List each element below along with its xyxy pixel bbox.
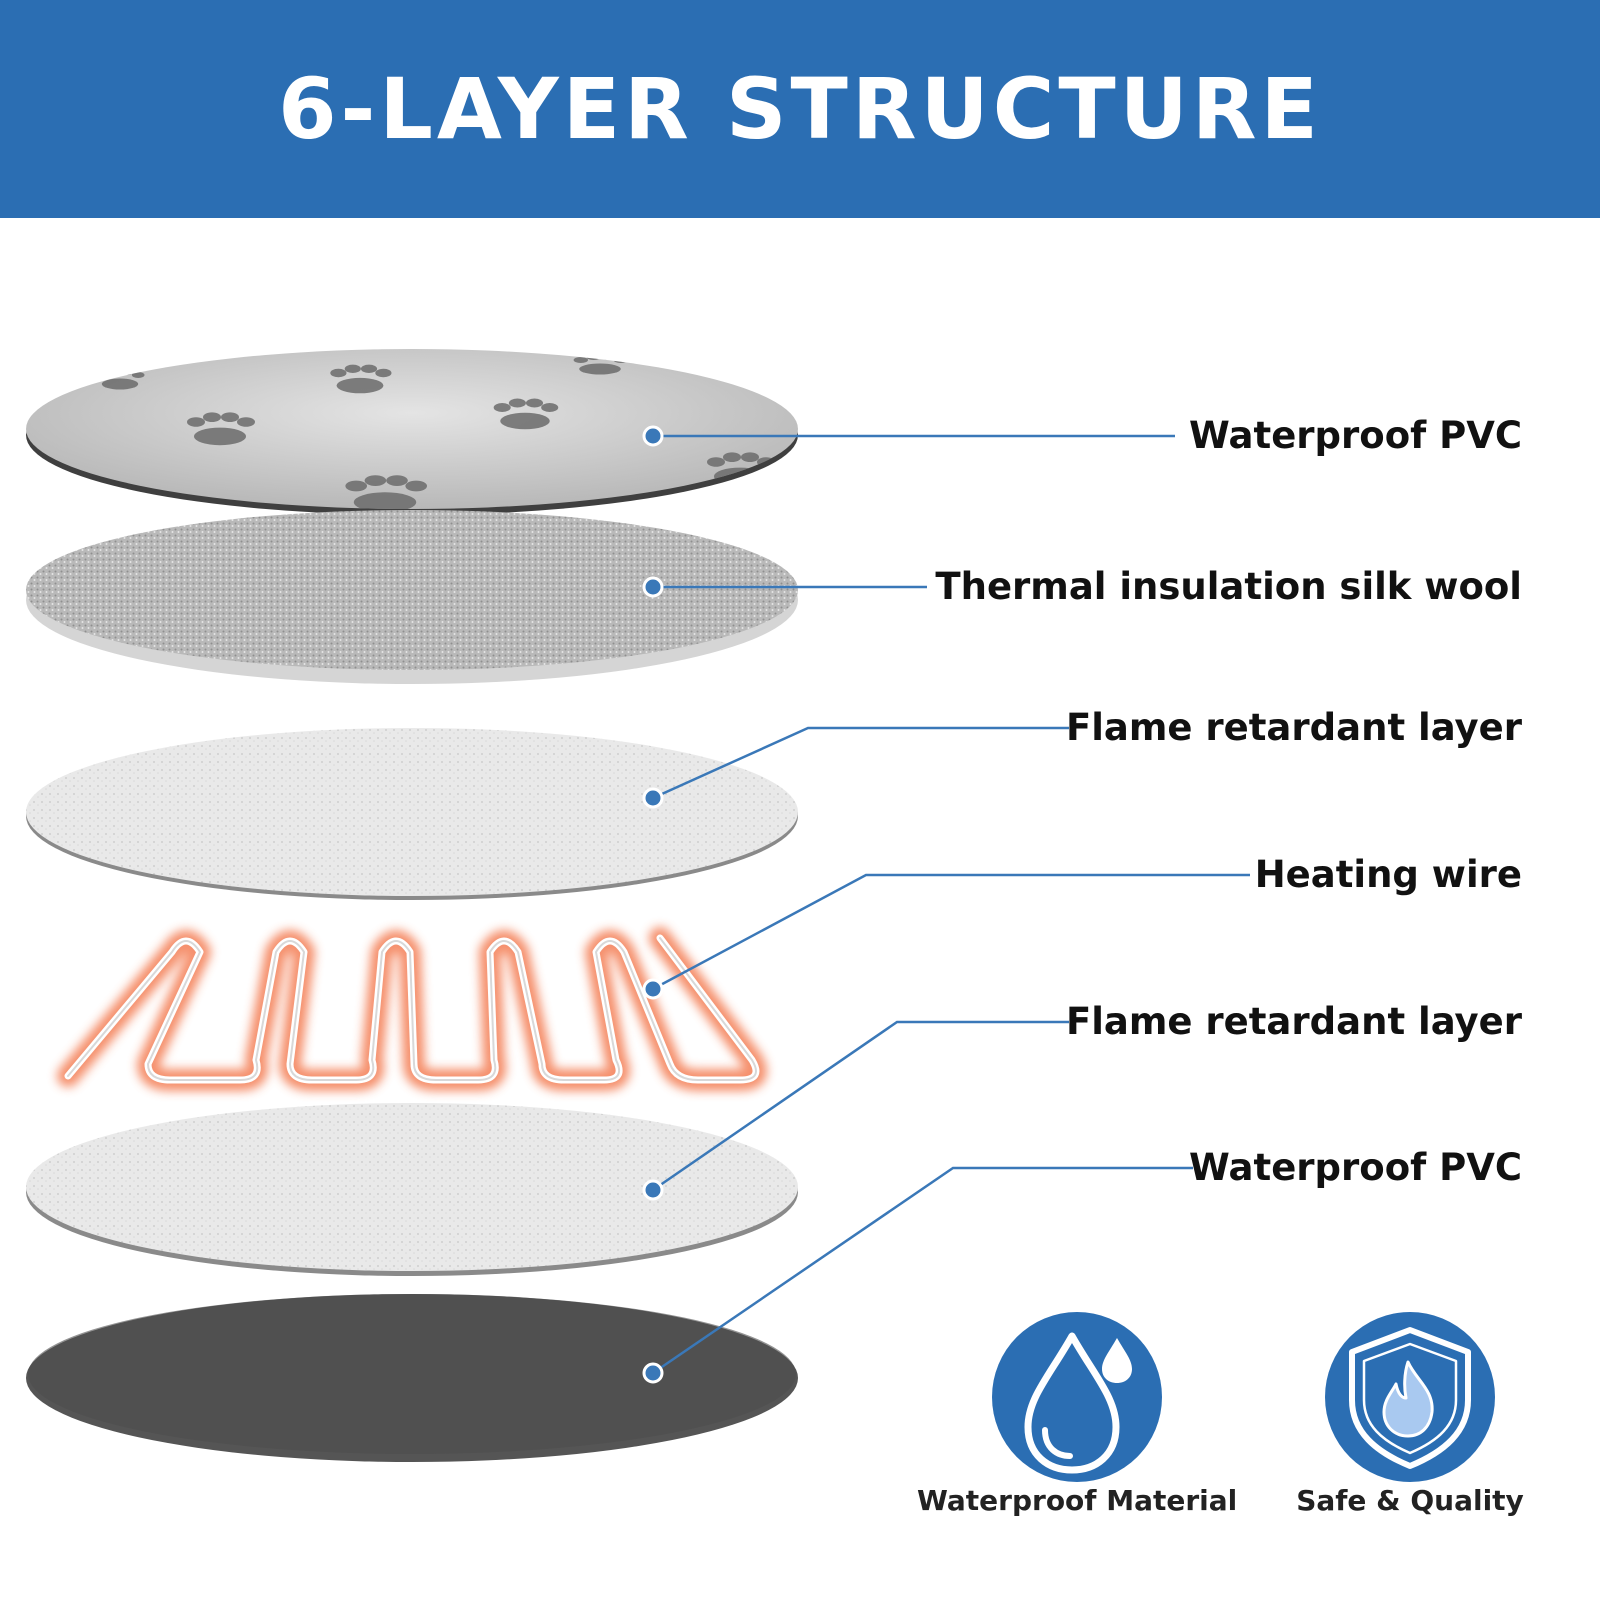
layer-flame-retardant-1	[26, 728, 798, 900]
layer-thermal-wool	[26, 510, 798, 684]
layer-label-3: Flame retardant layer	[1065, 706, 1522, 749]
badge-label-waterproof: Waterproof Material	[917, 1484, 1238, 1517]
connector-dots	[642, 425, 664, 1384]
layer-heating-wire	[57, 927, 767, 1091]
layer-waterproof-pvc-bottom	[26, 1294, 798, 1462]
layer-flame-retardant-2	[26, 1103, 798, 1276]
layer-label-5: Flame retardant layer	[1065, 1000, 1522, 1043]
shield-flame-icon	[1325, 1312, 1495, 1482]
layer-waterproof-pvc-top	[26, 349, 798, 515]
water-drop-icon	[992, 1312, 1162, 1482]
title-banner: 6-LAYER STRUCTURE	[0, 0, 1600, 218]
layer-label-4: Heating wire	[1254, 853, 1522, 896]
page-title: 6-LAYER STRUCTURE	[278, 60, 1322, 158]
layer-label-2: Thermal insulation silk wool	[935, 565, 1522, 608]
connector-lines	[652, 434, 1250, 1375]
layer-label-6: Waterproof PVC	[1189, 1146, 1522, 1189]
badge-label-safe-quality: Safe & Quality	[1296, 1484, 1524, 1517]
layer-label-1: Waterproof PVC	[1189, 414, 1522, 457]
